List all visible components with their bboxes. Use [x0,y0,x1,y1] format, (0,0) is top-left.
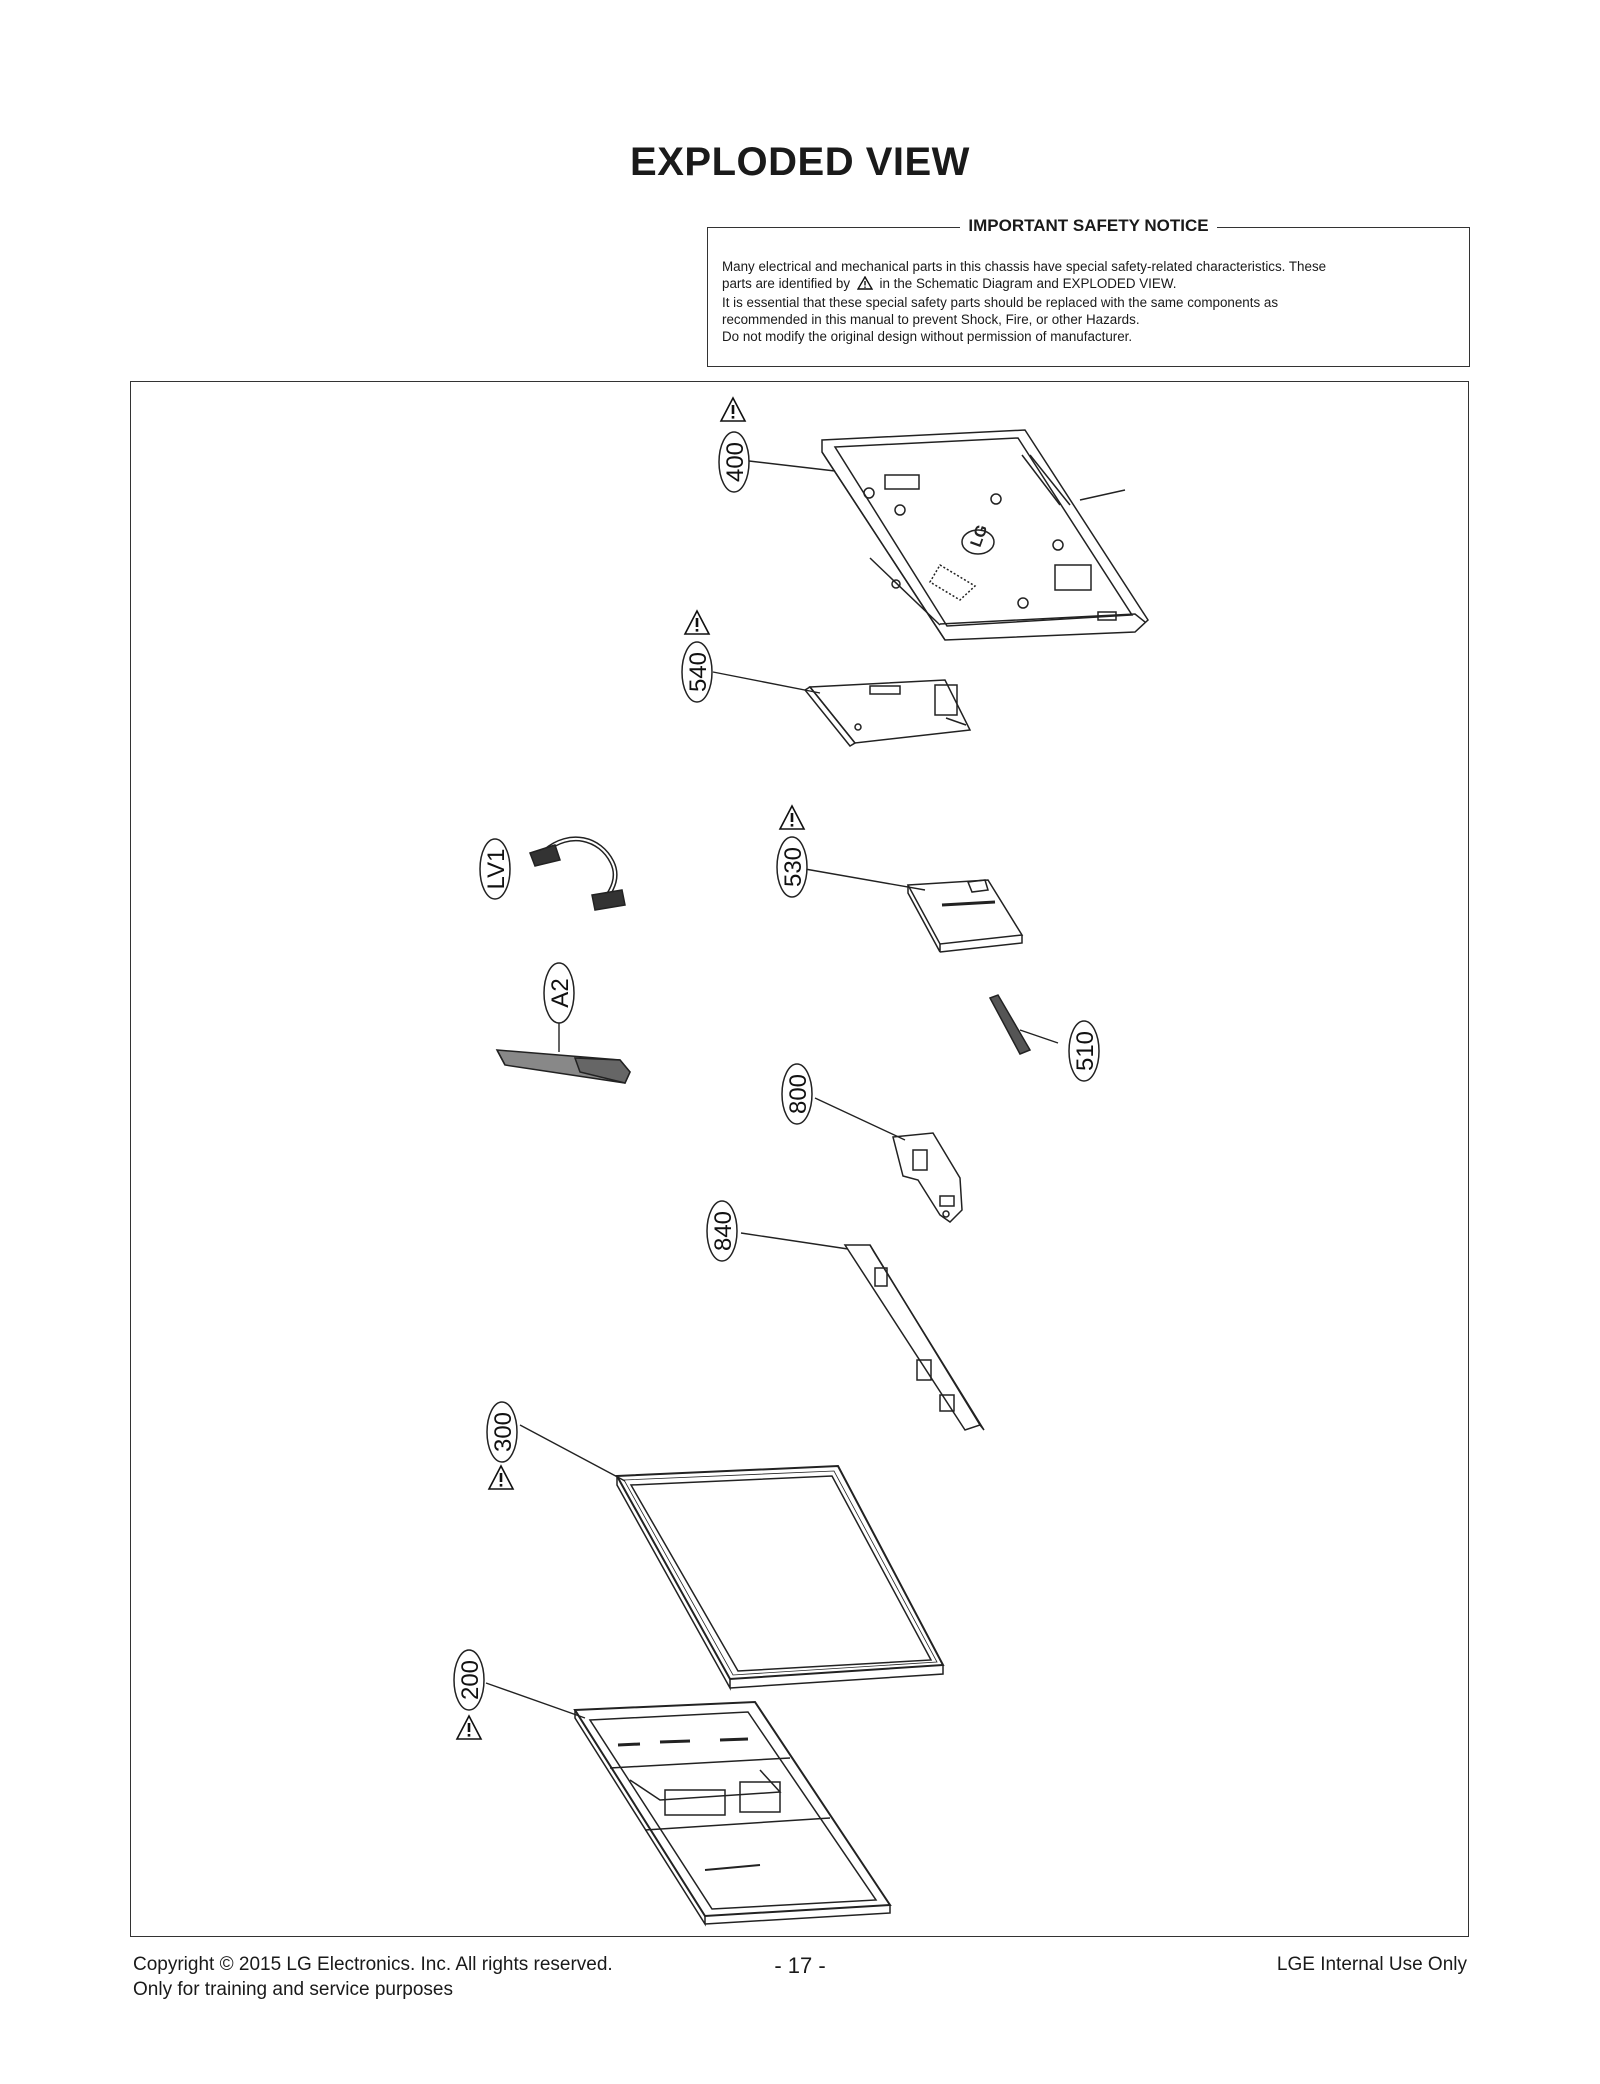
leader-lines [485,460,1059,1719]
callout-540: 540 [681,610,713,703]
footer-internal-use: LGE Internal Use Only [1276,1954,1467,1975]
part-a2-remote [495,1049,631,1084]
notice-line-2: parts are identified by in the Schematic… [722,275,1455,294]
footer-copyright: Copyright © 2015 LG Electronics. Inc. Al… [133,1954,613,1975]
notice-line-3: It is essential that these special safet… [722,295,1279,310]
callout-840: 840 [706,1200,738,1262]
callout-a2-label: A2 [547,978,574,1007]
callout-200: 200 [453,1649,485,1740]
callout-540-label: 540 [685,652,712,692]
exploded-view-diagram-frame [130,381,1469,1937]
callout-300-label: 300 [490,1412,517,1452]
callout-400: 400 [718,397,750,493]
safety-notice-box: IMPORTANT SAFETY NOTICE Many electrical … [707,216,1470,367]
callout-lv1: LV1 [479,838,511,900]
callout-400-label: 400 [722,442,749,482]
part-510-ir-board [988,994,1032,1055]
part-800-bracket [892,1132,963,1223]
part-840-stand-bracket [843,1244,985,1431]
callout-lv1-label: LV1 [483,849,510,890]
callout-300: 300 [486,1401,518,1490]
callout-530: 530 [776,805,808,898]
callout-510: 510 [1068,1020,1100,1082]
notice-line-4: recommended in this manual to prevent Sh… [722,312,1140,327]
caution-triangle-icon [779,805,805,830]
caution-triangle-icon [488,1465,514,1490]
callout-840-label: 840 [710,1211,737,1251]
callout-800: 800 [781,1063,813,1125]
page-title: EXPLODED VIEW [630,140,970,184]
callout-530-label: 530 [780,847,807,887]
lg-logo: LG [968,523,992,550]
callout-800-label: 800 [785,1074,812,1114]
caution-triangle-icon [456,1715,482,1740]
part-540-main-board [803,679,972,747]
safety-notice-heading: IMPORTANT SAFETY NOTICE [708,216,1469,236]
part-lv1-cable [529,836,626,911]
part-400-back-cover [821,429,1149,641]
part-300-lcd-panel [615,1464,945,1691]
safety-notice-body: Many electrical and mechanical parts in … [722,258,1455,345]
notice-line-1: Many electrical and mechanical parts in … [722,259,1327,274]
caution-triangle-icon [720,397,746,422]
caution-triangle-icon [684,610,710,635]
callout-510-label: 510 [1072,1031,1099,1071]
part-530-power-board [906,879,1024,953]
callout-a2: A2 [543,962,575,1052]
page-number: - 17 - [774,1953,826,1978]
callout-200-label: 200 [457,1660,484,1700]
footer-purpose: Only for training and service purposes [133,1979,453,2000]
part-200-front-cabinet [573,1700,892,1927]
notice-line-5: Do not modify the original design withou… [722,329,1133,344]
footer-left: Copyright © 2015 LG Electronics. Inc. Al… [133,1952,613,2002]
caution-triangle-icon [856,275,873,294]
